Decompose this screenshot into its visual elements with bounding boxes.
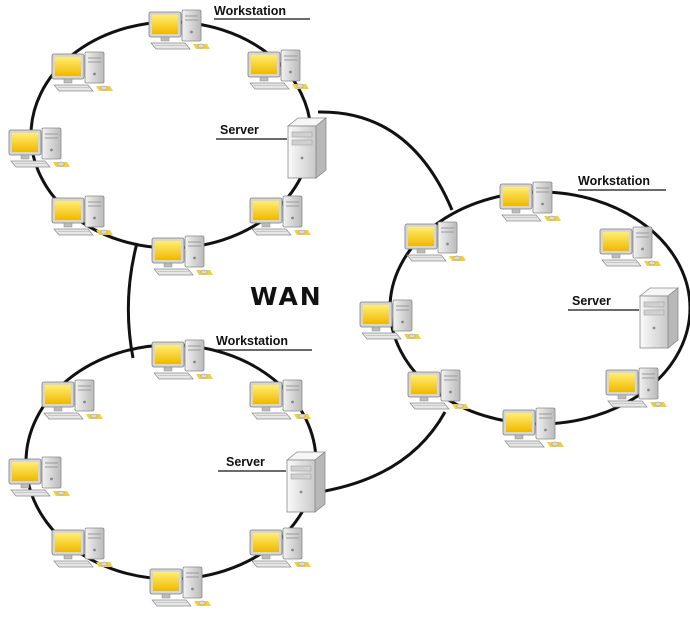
workstation-icon	[404, 221, 467, 262]
server-icon	[287, 117, 327, 179]
workstation-icon	[41, 379, 104, 420]
network-top-left: Workstation Server	[8, 4, 327, 276]
wan-link-top-to-bottom	[126, 242, 139, 359]
network-bottom-left: Workstation Server	[8, 334, 326, 607]
wan-label: WAN	[250, 282, 323, 311]
workstation-icon	[8, 456, 71, 497]
workstation-label: Workstation	[578, 174, 650, 188]
workstation-icon	[148, 9, 211, 50]
server-icon	[639, 287, 679, 349]
workstation-icon	[149, 566, 212, 607]
workstation-icon	[247, 49, 310, 90]
workstation-icon	[502, 407, 565, 448]
workstation-icon	[359, 299, 422, 340]
workstation-icon	[151, 235, 214, 276]
workstation-icon	[605, 367, 668, 408]
server-icon	[286, 451, 326, 513]
workstation-label: Workstation	[216, 334, 288, 348]
wan-links	[126, 110, 454, 493]
workstation-icon	[599, 226, 662, 267]
workstation-icon	[8, 127, 71, 168]
workstation-icon	[151, 339, 214, 380]
workstation-icon	[51, 51, 114, 92]
workstation-icon	[499, 181, 562, 222]
workstation-icon	[51, 527, 114, 568]
wan-link-bottom-to-right	[324, 411, 447, 493]
workstation-icon	[51, 195, 114, 236]
server-label: Server	[220, 123, 259, 137]
workstation-icon	[249, 195, 312, 236]
wan-link-top-to-right	[317, 110, 454, 211]
workstation-icon	[249, 527, 312, 568]
workstation-icon	[407, 369, 470, 410]
workstation-label: Workstation	[214, 4, 286, 18]
server-label: Server	[226, 455, 265, 469]
network-right: Workstation Server	[359, 174, 679, 448]
server-label: Server	[572, 294, 611, 308]
